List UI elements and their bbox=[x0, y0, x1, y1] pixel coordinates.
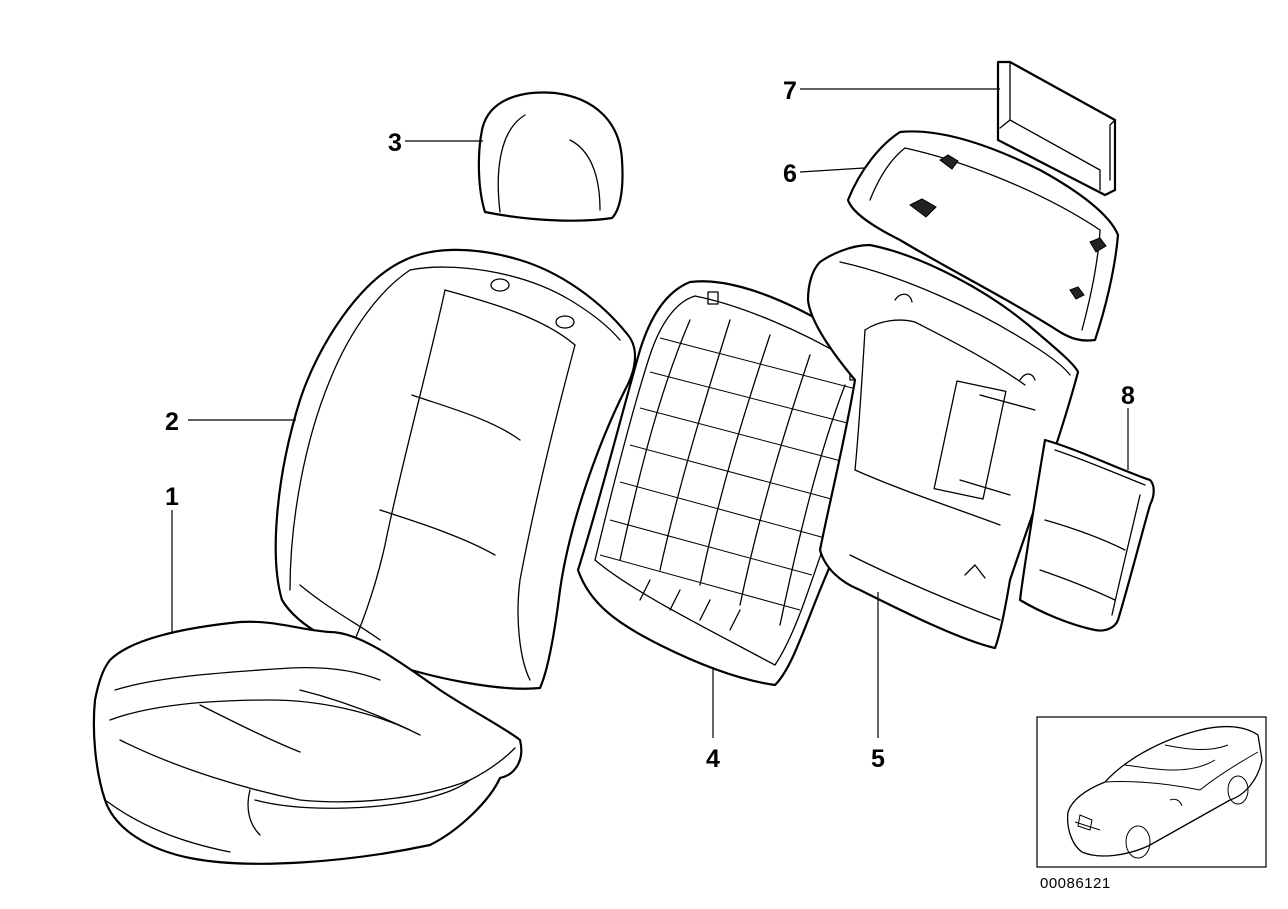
clip-bracket-drawing bbox=[996, 60, 1117, 197]
leader-line-6 bbox=[799, 167, 865, 173]
vehicle-thumbnail bbox=[1036, 716, 1267, 868]
callout-6: 6 bbox=[783, 160, 797, 188]
callout-7: 7 bbox=[783, 77, 797, 105]
document-id: 00086121 bbox=[1040, 875, 1111, 892]
callout-3: 3 bbox=[388, 129, 402, 157]
seat-cushion-drawing bbox=[92, 620, 523, 865]
callout-4: 4 bbox=[706, 745, 720, 773]
callout-1: 1 bbox=[165, 483, 179, 511]
car-outline-icon bbox=[1066, 725, 1263, 859]
backrest-frame-drawing bbox=[576, 280, 887, 687]
backrest-cover-drawing bbox=[274, 248, 637, 690]
backrest-panel-drawing bbox=[806, 243, 1080, 650]
callout-5: 5 bbox=[871, 745, 885, 773]
map-pocket-drawing bbox=[1018, 438, 1155, 632]
callout-8: 8 bbox=[1121, 382, 1135, 410]
callout-2: 2 bbox=[165, 408, 179, 436]
headrest-drawing bbox=[477, 91, 624, 222]
leader-lines bbox=[171, 88, 1129, 738]
upper-trim-cover-drawing bbox=[846, 130, 1120, 342]
